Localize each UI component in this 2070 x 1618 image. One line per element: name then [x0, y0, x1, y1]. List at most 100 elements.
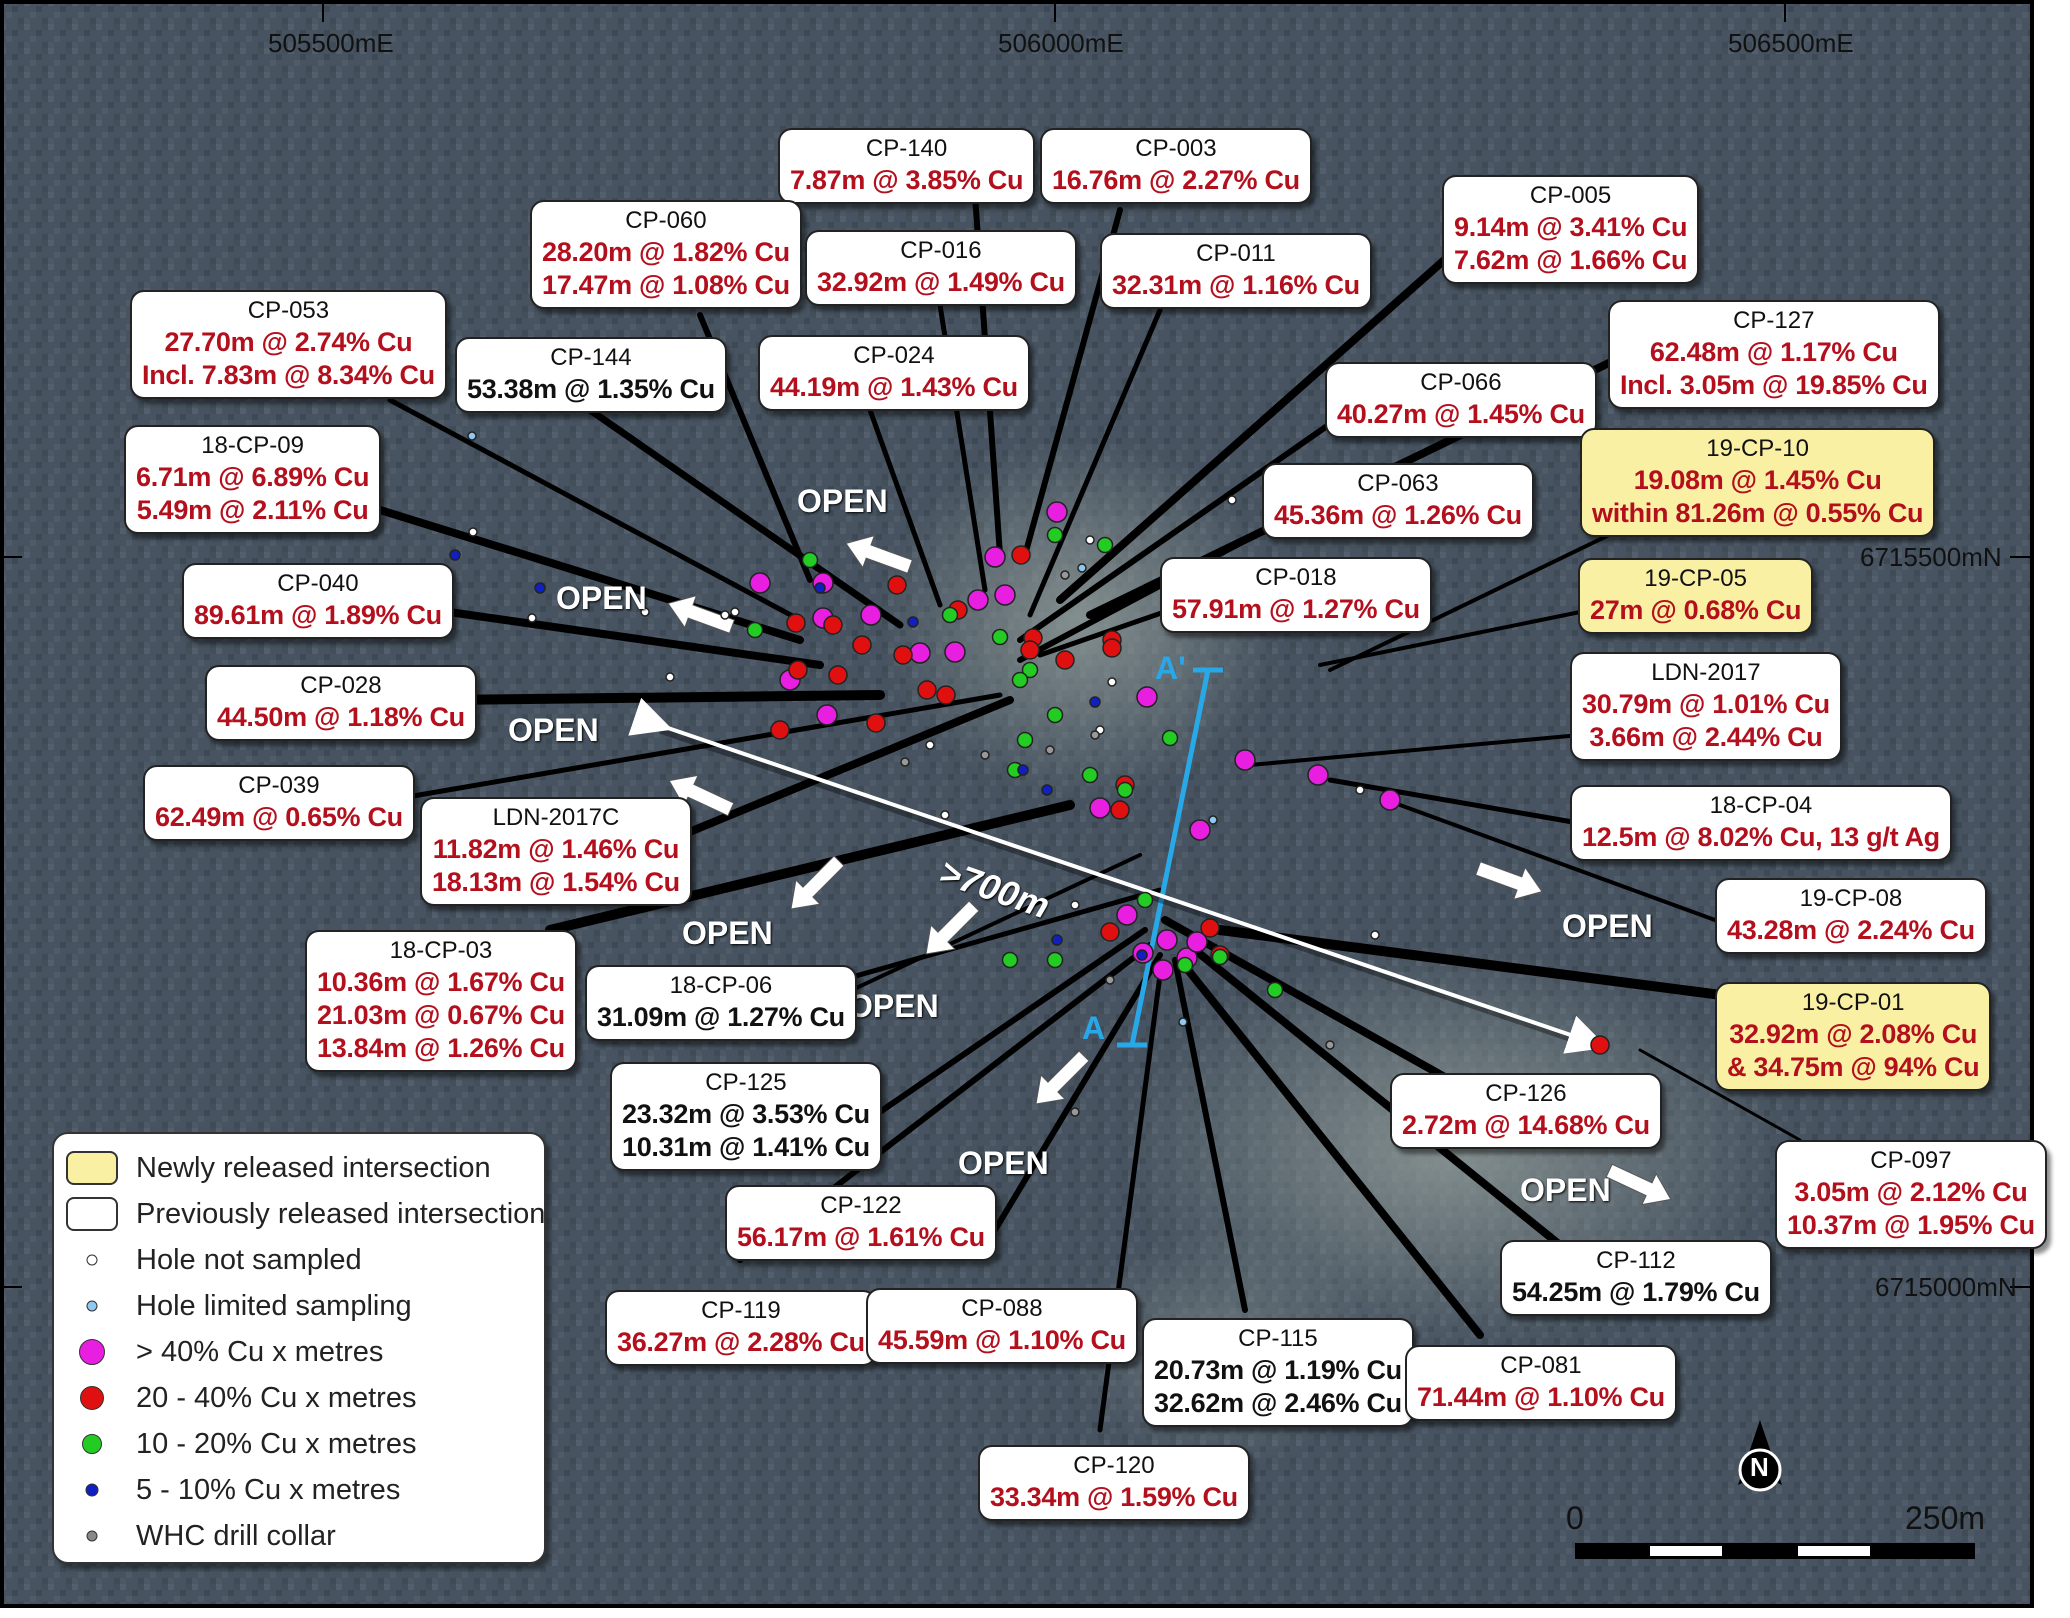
intersection-value: 13.84m @ 1.26% Cu [317, 1033, 565, 1063]
collar-not-sampled [1370, 930, 1380, 940]
intersection-value: 44.50m @ 1.18% Cu [217, 702, 465, 732]
intersection-value: 32.92m @ 1.49% Cu [817, 267, 1065, 297]
intersection-value: 3.05m @ 2.12% Cu [1794, 1177, 2028, 1207]
hole-id: LDN-2017C [492, 804, 620, 831]
collar-red [1020, 640, 1040, 660]
hole-id: 18-CP-04 [1709, 792, 1813, 819]
intersection-value: 62.48m @ 1.17% Cu [1649, 337, 1898, 367]
open-label: OPEN [682, 915, 773, 951]
hole-id: CP-122 [820, 1192, 902, 1219]
intersection-value: within 81.26m @ 0.55% Cu [1592, 498, 1924, 528]
collar-green [1016, 731, 1034, 749]
collar-magenta [1189, 819, 1211, 841]
intersection-value: 20.73m @ 1.19% Cu [1154, 1355, 1402, 1385]
collar-not-sampled [665, 672, 675, 682]
hole-id: LDN-2017 [1651, 659, 1761, 686]
intersection-value: 62.49m @ 0.65% Cu [155, 802, 403, 832]
legend-item: > 40% Cu x metres [54, 1332, 544, 1372]
hole-id: CP-125 [705, 1069, 787, 1096]
intersection-value: 10.31m @ 1.41% Cu [622, 1132, 870, 1162]
intersection-value: 10.36m @ 1.67% Cu [317, 967, 565, 997]
intersection-value: 43.28m @ 2.24% Cu [1727, 915, 1975, 945]
callout-cp-018: CP-018 57.91m @ 1.27% Cu [1160, 557, 1432, 633]
collar-magenta [944, 641, 966, 663]
hole-id: CP-115 [1238, 1325, 1318, 1352]
callout-cp-039: CP-039 62.49m @ 0.65% Cu [143, 765, 415, 841]
intersection-value: 71.44m @ 1.10% Cu [1417, 1382, 1665, 1412]
hole-id: CP-018 [1255, 564, 1337, 591]
intersection-value: 9.14m @ 3.41% Cu [1454, 212, 1688, 242]
legend-label: 10 - 20% Cu x metres [136, 1428, 417, 1460]
collar-whc [1325, 1040, 1335, 1050]
collar-not-sampled [527, 613, 537, 623]
collar-green [1011, 671, 1029, 689]
intersection-value: 32.31m @ 1.16% Cu [1112, 270, 1360, 300]
collar-green [746, 621, 764, 639]
hole-id: 18-CP-06 [669, 972, 773, 999]
collar-red [828, 665, 848, 685]
collar-blue [1136, 949, 1148, 961]
hole-id: CP-063 [1357, 470, 1439, 497]
hole-id: CP-088 [961, 1295, 1043, 1322]
extent-arrow [628, 697, 1608, 1054]
hole-id: CP-144 [550, 344, 632, 371]
collar-red [866, 713, 886, 733]
collar-whc [1060, 570, 1070, 580]
collar-magenta [1046, 501, 1068, 523]
collar-blue [1017, 764, 1029, 776]
hole-id: 19-CP-05 [1644, 565, 1747, 592]
collar-red [1100, 922, 1120, 942]
hole-id: CP-039 [238, 772, 320, 799]
intersection-value: 27.70m @ 2.74% Cu [164, 327, 413, 357]
collar-green [991, 628, 1009, 646]
dot-green-icon [82, 1434, 102, 1454]
collar-blue [1051, 934, 1063, 946]
legend-label: > 40% Cu x metres [136, 1336, 384, 1368]
collar-blue [1089, 696, 1101, 708]
collar-whc [980, 750, 990, 760]
collar-magenta [860, 604, 882, 626]
legend-label: WHC drill collar [136, 1520, 336, 1552]
open-label: OPEN [556, 580, 647, 616]
collar-whc [900, 757, 910, 767]
open-label: OPEN [797, 483, 888, 519]
legend-label: Hole not sampled [136, 1244, 362, 1276]
collar-red [1011, 545, 1031, 565]
intersection-value: 28.20m @ 1.82% Cu [542, 237, 790, 267]
collar-not-sampled [640, 607, 650, 617]
collar-not-sampled [468, 527, 478, 537]
hole-id: 19-CP-10 [1706, 435, 1809, 462]
collar-green [1046, 706, 1064, 724]
scale-end-label: 250m [1905, 1500, 1986, 1536]
grid-ticks [0, 0, 2034, 1288]
intersection-value: 12.5m @ 8.02% Cu, 13 g/t Ag [1582, 822, 1940, 852]
drill-collars [449, 431, 1610, 1117]
intersection-value: 57.91m @ 1.27% Cu [1172, 594, 1420, 624]
intersection-value: 7.87m @ 3.85% Cu [790, 165, 1024, 195]
collar-magenta [1156, 929, 1178, 951]
collar-blue [1041, 784, 1053, 796]
collar-red [1110, 800, 1130, 820]
hole-id: CP-053 [247, 297, 330, 324]
intersection-value: Incl. 3.05m @ 19.85% Cu [1620, 370, 1928, 400]
collar-not-sampled [1355, 785, 1365, 795]
collar-blue [814, 582, 826, 594]
hole-id: CP-119 [701, 1297, 781, 1324]
